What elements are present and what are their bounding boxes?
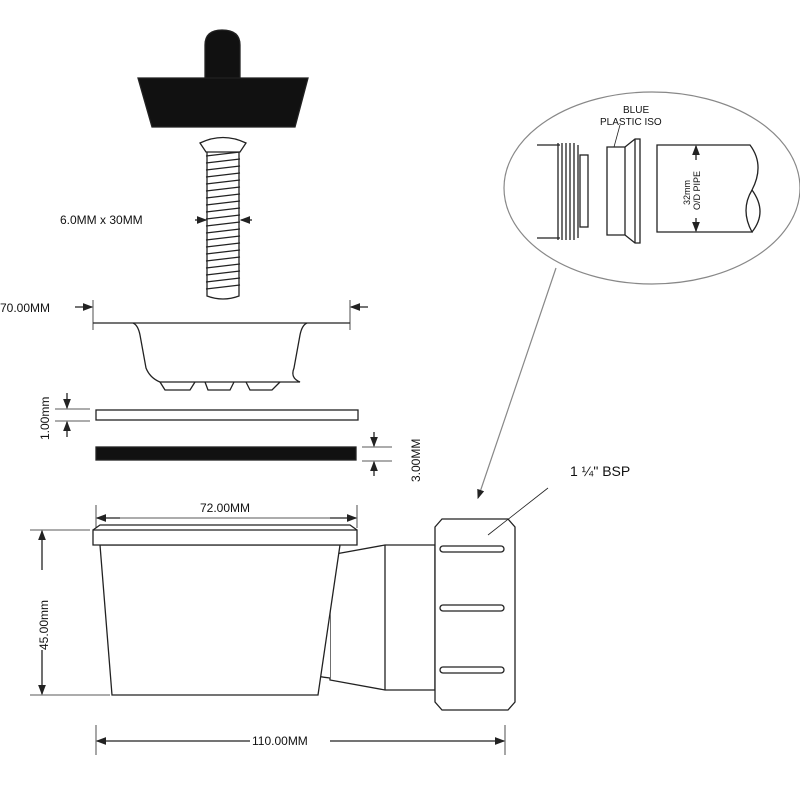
washer-thickness-label: 1.00mm xyxy=(38,397,52,440)
thread-leader-line xyxy=(487,487,549,536)
iso-seal xyxy=(606,124,641,244)
strainer xyxy=(93,322,350,391)
pipe xyxy=(656,144,761,233)
strainer-width-label: 70.00MM xyxy=(0,301,50,315)
pipe-label-line2: O/D PIPE xyxy=(692,171,702,210)
detail-callout: BLUE PLASTIC ISO 32mm O/D PIPE xyxy=(477,91,800,500)
flange-width-label: 72.00MM xyxy=(200,501,250,515)
threaded-tail xyxy=(537,143,589,240)
overall-length-label: 110.00MM xyxy=(252,734,308,748)
trap-body xyxy=(92,524,436,696)
iso-label-line2: PLASTIC ISO xyxy=(600,117,662,128)
body-height-label: 45.00mm xyxy=(37,600,51,650)
screw-thread xyxy=(205,151,241,300)
plug xyxy=(137,29,309,128)
gasket xyxy=(95,446,357,461)
callout-pointer-arrow xyxy=(477,267,557,500)
bsp-nut xyxy=(434,518,516,711)
screw-size-label: 6.0MM x 30MM xyxy=(60,213,143,227)
screw xyxy=(199,136,247,300)
thread-size-label: 1 ¼" BSP xyxy=(570,463,630,479)
iso-label-line1: BLUE xyxy=(623,105,649,116)
gasket-thickness-label: 3.00MM xyxy=(409,439,423,482)
washer xyxy=(95,409,359,421)
pipe-label-line1: 32mm xyxy=(682,180,692,205)
